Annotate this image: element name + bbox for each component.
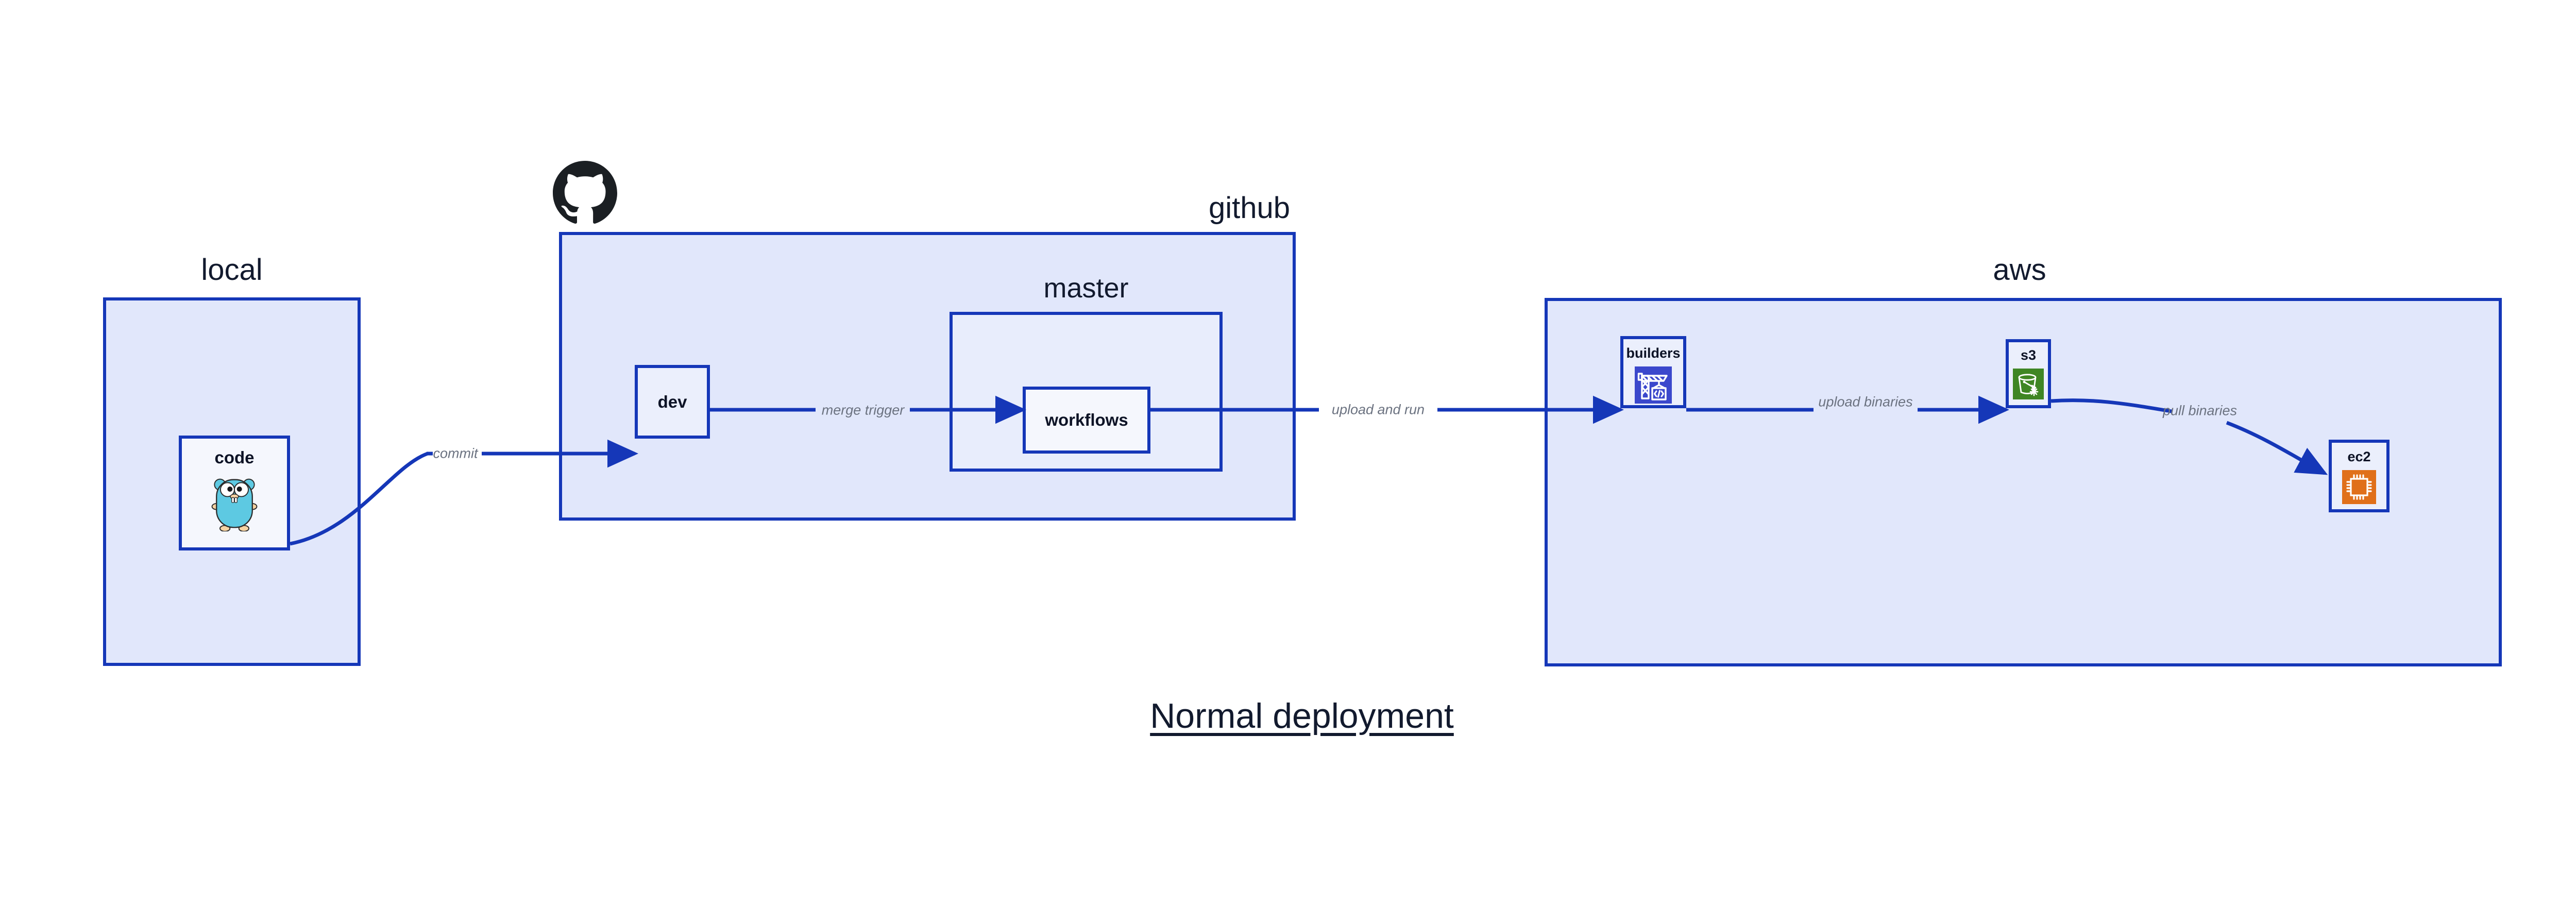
aws-codebuild-icon: [1635, 366, 1672, 406]
edge-label-pull-binaries: pull binaries: [2162, 403, 2238, 419]
edge-label-merge-trigger: merge trigger: [821, 402, 905, 418]
node-builders[interactable]: builders: [1620, 336, 1686, 408]
node-label-s3: s3: [2020, 347, 2037, 363]
edge-label-commit: commit: [433, 445, 478, 461]
edge-label-upload-binaries: upload binaries: [1818, 394, 1913, 410]
node-label-workflows: workflows: [1045, 410, 1128, 429]
node-workflows[interactable]: workflows: [1023, 387, 1150, 454]
container-label-aws: aws: [1993, 253, 2046, 287]
node-label-ec2: ec2: [2347, 449, 2371, 464]
node-dev[interactable]: dev: [635, 365, 710, 439]
aws-s3-bucket-icon: [2013, 369, 2044, 402]
go-gopher-icon: [209, 474, 260, 534]
github-octocat-logo: [553, 161, 617, 225]
node-ec2[interactable]: ec2: [2329, 440, 2389, 512]
diagram-title: Normal deployment: [1150, 696, 1454, 736]
node-label-builders: builders: [1626, 345, 1681, 361]
container-label-local: local: [201, 253, 263, 287]
aws-ec2-chip-icon: [2342, 470, 2376, 507]
edge-label-upload-and-run: upload and run: [1331, 402, 1425, 417]
node-s3[interactable]: s3: [2006, 339, 2051, 408]
container-label-github: github: [1208, 191, 1291, 225]
node-label-code: code: [214, 448, 255, 467]
container-label-master: master: [1043, 273, 1129, 304]
node-label-dev: dev: [657, 392, 687, 411]
node-code[interactable]: code: [179, 436, 290, 550]
